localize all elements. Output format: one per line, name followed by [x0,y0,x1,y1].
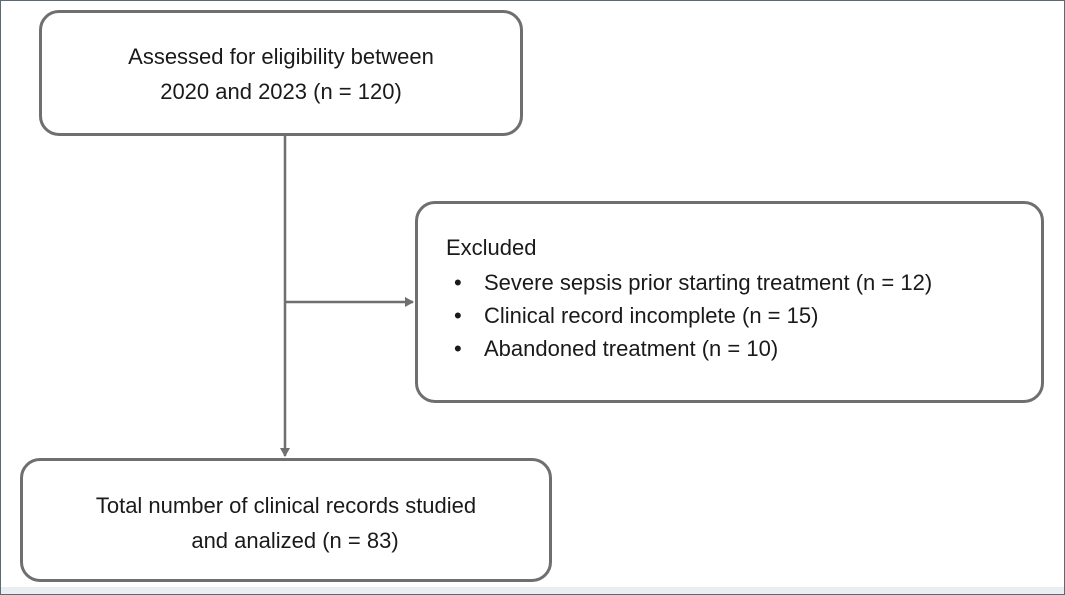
excluded-reason-text: Abandoned treatment (n = 10) [484,336,779,361]
bullet-icon: • [454,336,462,361]
frame-bottom-band [1,587,1064,594]
excluded-reasons-list: • Severe sepsis prior starting treatment… [446,266,1041,365]
list-item: • Abandoned treatment (n = 10) [446,332,1041,365]
excluded-reason-text: Clinical record incomplete (n = 15) [484,303,819,328]
excluded-heading: Excluded [446,235,537,260]
bullet-icon: • [454,303,462,328]
eligibility-line-1: Assessed for eligibility between [128,44,434,69]
eligibility-assessed-box: Assessed for eligibility between 2020 an… [39,10,523,136]
eligibility-line-2: 2020 and 2023 (n = 120) [160,79,402,104]
analyzed-line-1: Total number of clinical records studied [95,493,477,518]
list-item: • Clinical record incomplete (n = 15) [446,299,1041,332]
excluded-reason-text: Severe sepsis prior starting treatment (… [484,270,933,295]
analyzed-line-2: and analized (n = 83) [191,528,399,553]
records-analyzed-box: Total number of clinical records studied… [20,458,552,582]
list-item: • Severe sepsis prior starting treatment… [446,266,1041,299]
bullet-icon: • [454,270,462,295]
excluded-box: Excluded • Severe sepsis prior starting … [415,201,1044,403]
